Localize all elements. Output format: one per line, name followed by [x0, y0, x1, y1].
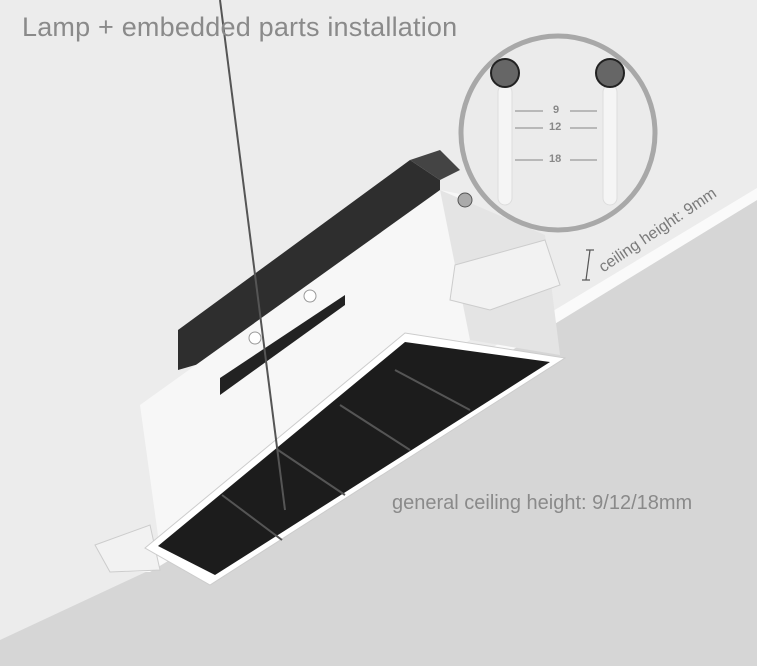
hole-icon: [303, 289, 317, 303]
slot-left: [497, 84, 513, 206]
louver-dividers: [219, 0, 471, 541]
detail-magnifier: [458, 33, 658, 233]
screw-icon: [595, 58, 625, 88]
screw-icon: [490, 58, 520, 88]
screw-icon: [457, 192, 473, 208]
height-marker-icon: [582, 249, 594, 281]
scale-mark-12: 12: [549, 121, 562, 133]
scale-mark-9: 9: [553, 104, 560, 116]
heat-sink: [178, 160, 440, 370]
page-title: Lamp + embedded parts installation: [22, 12, 458, 42]
mounting-bracket: [94, 524, 161, 573]
scale-lines: [515, 110, 597, 161]
hole-icon: [248, 331, 262, 345]
mounting-bracket: [449, 239, 561, 311]
lamp-body: [140, 190, 470, 550]
slot: [220, 295, 345, 395]
heat-sink-fin: [410, 150, 460, 180]
scale-mark-18: 18: [549, 153, 562, 165]
general-ceiling-height-label: general ceiling height: 9/12/18mm: [392, 492, 693, 514]
slot-right: [602, 84, 618, 206]
